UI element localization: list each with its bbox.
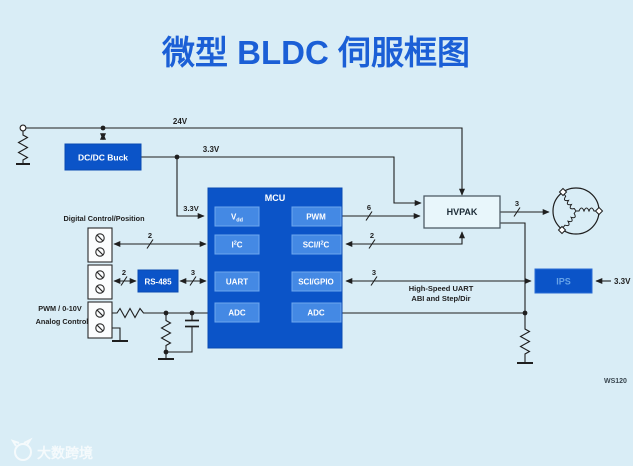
sense-resistor [519,313,531,362]
part-number: WS120 [604,378,627,385]
terminal-blocks [87,227,113,339]
wire-33v-rail [141,156,422,206]
input-pulldown-resistor [17,131,29,163]
bus-count-sci-i2c: 2 [370,231,374,240]
uart-block [214,271,260,292]
hvpak-block [423,195,501,229]
sci-gpio-block [291,271,342,292]
bus-count-rs485-out: 3 [191,268,195,277]
ips-block [534,268,593,294]
i2c-label: I2C [231,241,242,250]
bus-count-i2c: 2 [148,231,152,240]
junction-dots [100,125,528,355]
bus-count-rs485-in: 2 [122,268,126,277]
label-analog-line1: PWM / 0-10V [38,304,82,313]
label-digital-control: Digital Control/Position [63,214,144,223]
vdd-block [214,206,260,227]
bldc-motor-icon [552,187,604,235]
bus-count-motor: 3 [515,199,519,208]
label-33v-mcu: 3.3V [183,204,198,213]
filter-resistor [160,313,172,358]
i2c-block [214,234,260,255]
dcdc-buck-block [64,143,142,171]
watermark-text: 大数跨境 [37,445,93,461]
adc-right-label: ADC [307,309,325,318]
label-33v-ips: 3.3V [614,277,631,286]
wire-33v-to-mcu [176,157,205,219]
bus-count-sci-gpio: 3 [372,268,376,277]
vdd-label: Vdd [231,213,243,224]
mcu-sub-blocks [214,206,342,323]
label-analog-line2: Analog Control [36,317,89,326]
sci-i2c-block [291,234,342,255]
page-title: 微型 BLDC 伺服框图 [161,34,470,71]
label-hs-uart-line1: High-Speed UART [409,284,474,293]
rs485-label: RS-485 [144,278,172,287]
wire-sci-i2c-hvpak [345,231,465,247]
watermark-logo-icon [10,437,33,461]
sci-i2c-label: SCI/I2C [303,241,330,250]
wire-terminal3-gnd [112,327,121,340]
mcu-label: MCU [265,193,286,203]
bus-count-pwm: 6 [367,203,371,212]
terminal-block-digital [87,227,113,263]
wire-hvpak-sense [500,222,526,313]
pwm-label: PWM [306,213,326,222]
label-33v-rail: 3.3V [203,145,220,154]
wire-24v-rail [25,127,465,196]
uart-label: UART [226,278,248,287]
label-hs-uart-line2: ABI and Step/Dir [411,294,470,303]
adc-right-block [291,302,342,323]
pwm-block [291,206,342,227]
rs485-block [137,269,179,293]
label-24v: 24V [173,117,188,126]
wire-analog-input [112,307,208,319]
screw-terminal-icons [95,233,105,333]
sci-gpio-label: SCI/GPIO [298,278,334,287]
dcdc-buck-label: DC/DC Buck [78,153,128,163]
hvpak-label: HVPAK [447,207,478,217]
adc-left-label: ADC [228,309,246,318]
terminal-block-rs485 [87,264,113,300]
adc-left-block [214,302,260,323]
watermark: 大数跨境 [10,437,93,461]
bus-slashes [120,207,521,286]
input-node [19,124,27,132]
ips-label: IPS [556,277,571,287]
filter-cap-bottom-wire [166,326,193,353]
